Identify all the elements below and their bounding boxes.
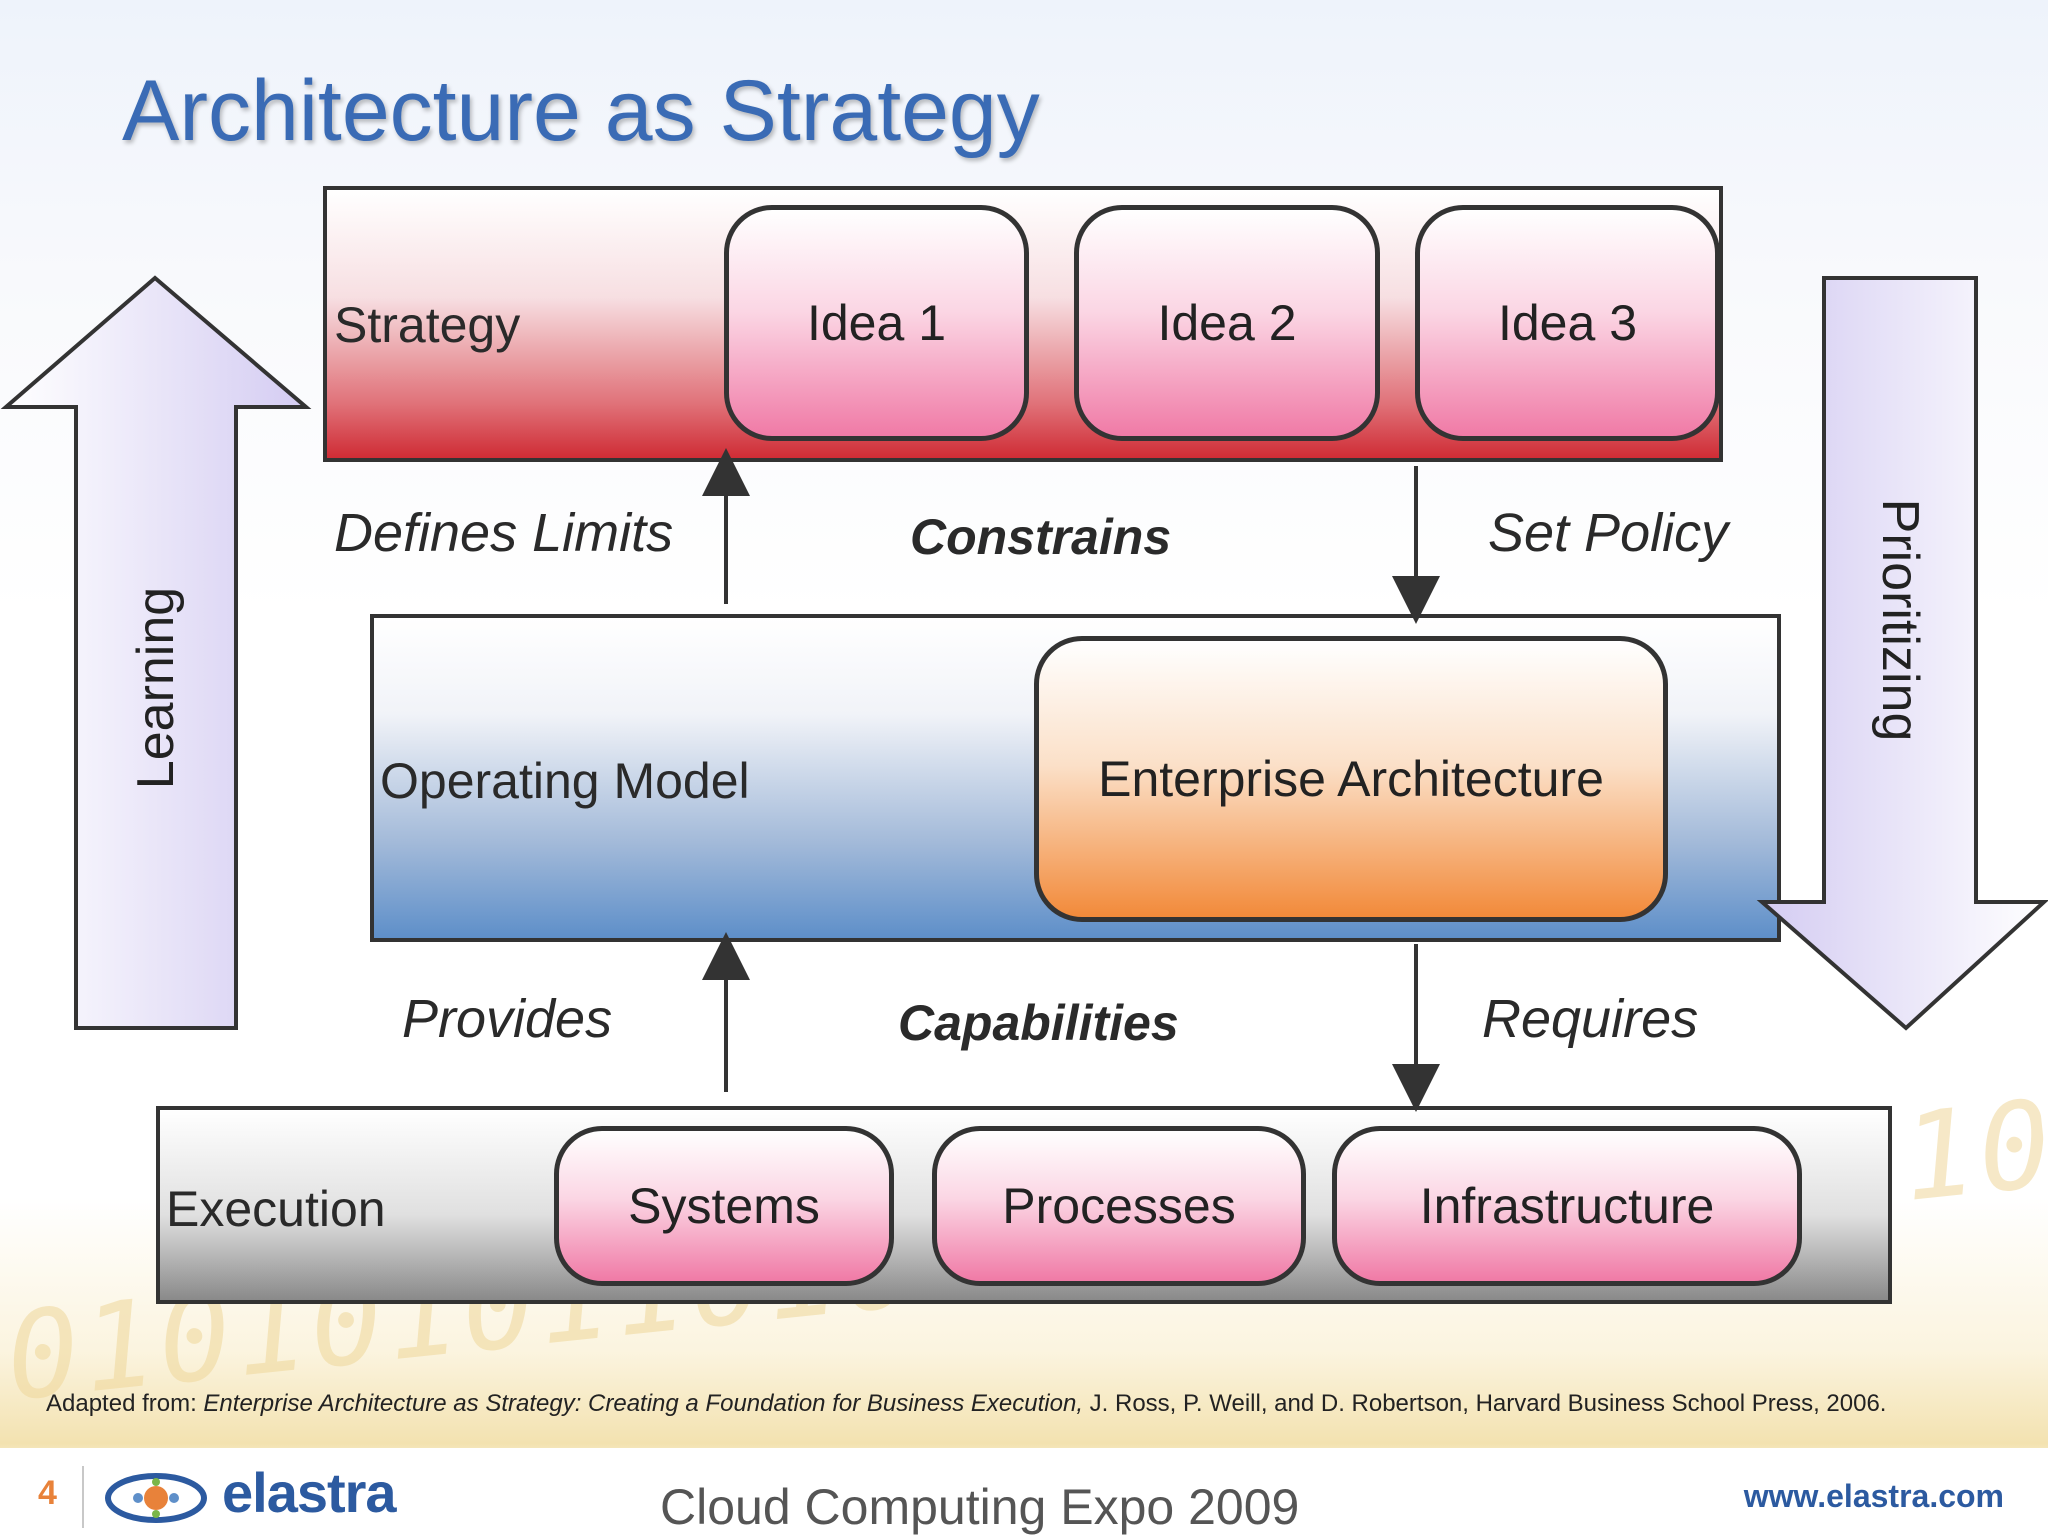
enterprise-architecture-box: Enterprise Architecture bbox=[1034, 636, 1668, 922]
footer-bar bbox=[0, 1448, 2048, 1536]
elastra-logo-icon bbox=[105, 1473, 207, 1523]
operating-model-label: Operating Model bbox=[380, 753, 750, 809]
footer-divider bbox=[82, 1466, 84, 1528]
elastra-logo-text: elastra bbox=[222, 1461, 397, 1524]
learning-label: Learning bbox=[127, 586, 185, 790]
set-policy-label: Set Policy bbox=[1488, 503, 1729, 563]
prioritizing-arrow bbox=[1756, 276, 2048, 1031]
processes-box: Processes bbox=[932, 1126, 1306, 1286]
prioritizing-label: Prioritizing bbox=[1871, 498, 1929, 742]
strategy-label: Strategy bbox=[334, 297, 521, 353]
systems-box: Systems bbox=[554, 1126, 894, 1286]
execution-label: Execution bbox=[166, 1181, 386, 1237]
provides-label: Provides bbox=[402, 989, 613, 1049]
defines-limits-label: Defines Limits bbox=[334, 503, 674, 563]
idea-2-box: Idea 2 bbox=[1074, 205, 1380, 441]
citation-book-title: Enterprise Architecture as Strategy: Cre… bbox=[203, 1390, 1083, 1417]
citation-prefix: Adapted from: bbox=[46, 1390, 204, 1417]
learning-arrow bbox=[0, 275, 312, 1030]
slide-title: Architecture as Strategy bbox=[122, 63, 1040, 159]
infrastructure-box: Infrastructure bbox=[1332, 1126, 1802, 1286]
footer-website-link[interactable]: www.elastra.com bbox=[1743, 1478, 2004, 1514]
citation-authors: J. Ross, P. Weill, and D. Robertson, Har… bbox=[1082, 1390, 1887, 1417]
capabilities-label: Capabilities bbox=[898, 995, 1179, 1051]
requires-label: Requires bbox=[1482, 989, 1699, 1049]
footer-event-title: Cloud Computing Expo 2009 bbox=[660, 1479, 1300, 1535]
page-number: 4 bbox=[38, 1474, 57, 1512]
idea-1-box: Idea 1 bbox=[724, 205, 1029, 441]
citation-footnote: Adapted from: Enterprise Architecture as… bbox=[46, 1390, 1886, 1418]
idea-3-box: Idea 3 bbox=[1415, 205, 1720, 441]
constrains-label: Constrains bbox=[910, 509, 1172, 565]
